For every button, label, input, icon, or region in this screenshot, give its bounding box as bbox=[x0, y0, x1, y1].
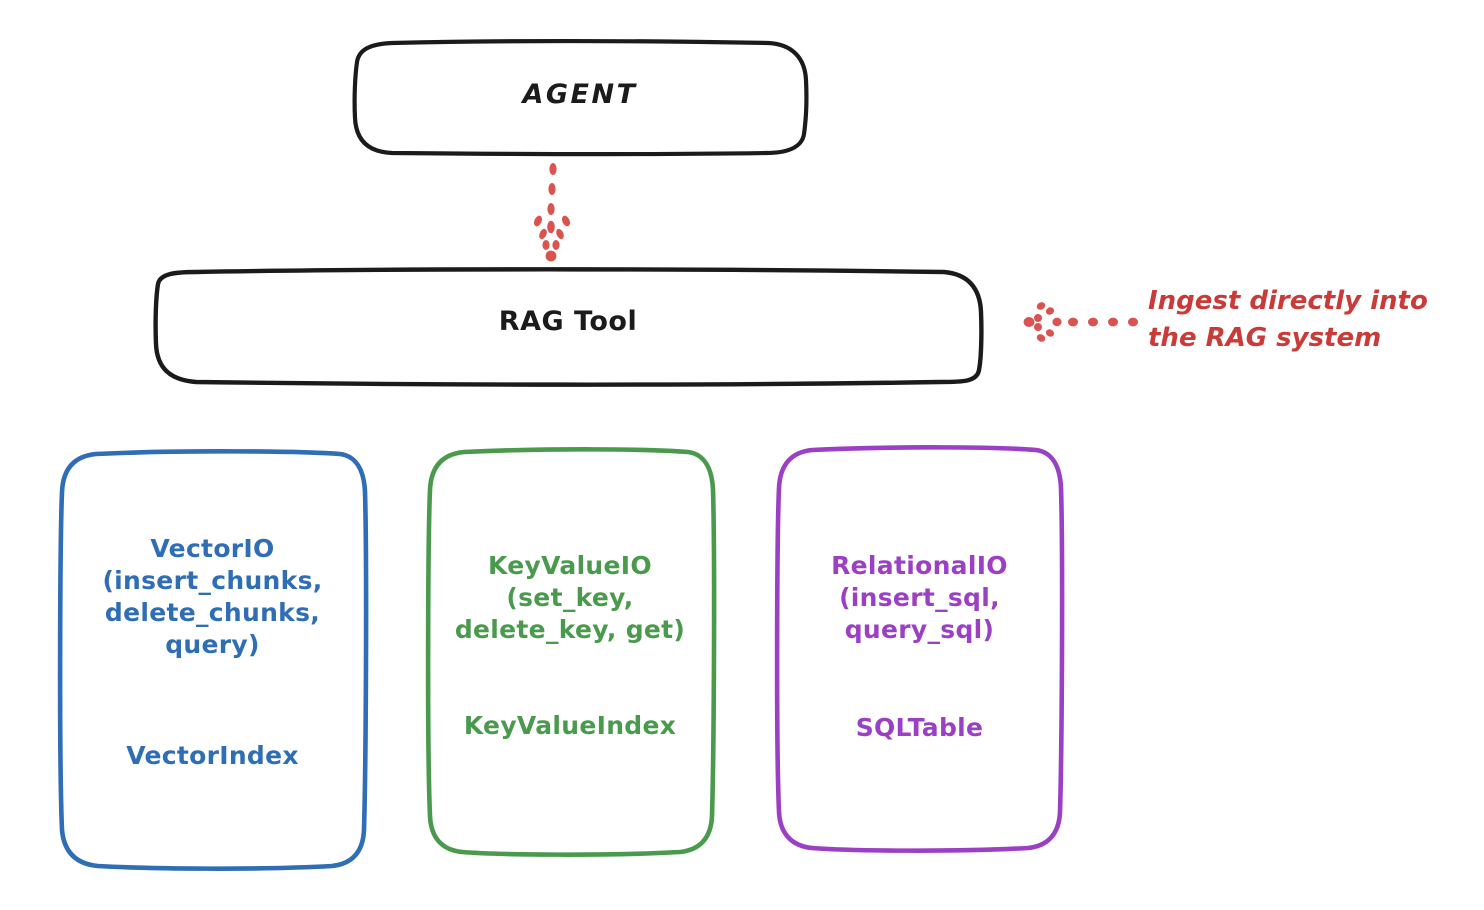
ingest-to-rag-arrow bbox=[1023, 302, 1138, 342]
rag-tool-node[interactable] bbox=[153, 267, 984, 387]
agent-node[interactable] bbox=[352, 39, 809, 157]
agent-to-rag-arrow bbox=[533, 163, 571, 262]
rag-tool-box-outline bbox=[153, 267, 984, 387]
key-value-io-box-outline bbox=[425, 447, 717, 857]
vector-io-box-outline bbox=[57, 449, 369, 871]
key-value-io-node[interactable] bbox=[425, 447, 717, 857]
relational-io-node[interactable] bbox=[774, 445, 1065, 853]
relational-io-box-outline bbox=[774, 445, 1065, 853]
vector-io-node[interactable] bbox=[57, 449, 369, 871]
agent-box-outline bbox=[352, 39, 809, 157]
